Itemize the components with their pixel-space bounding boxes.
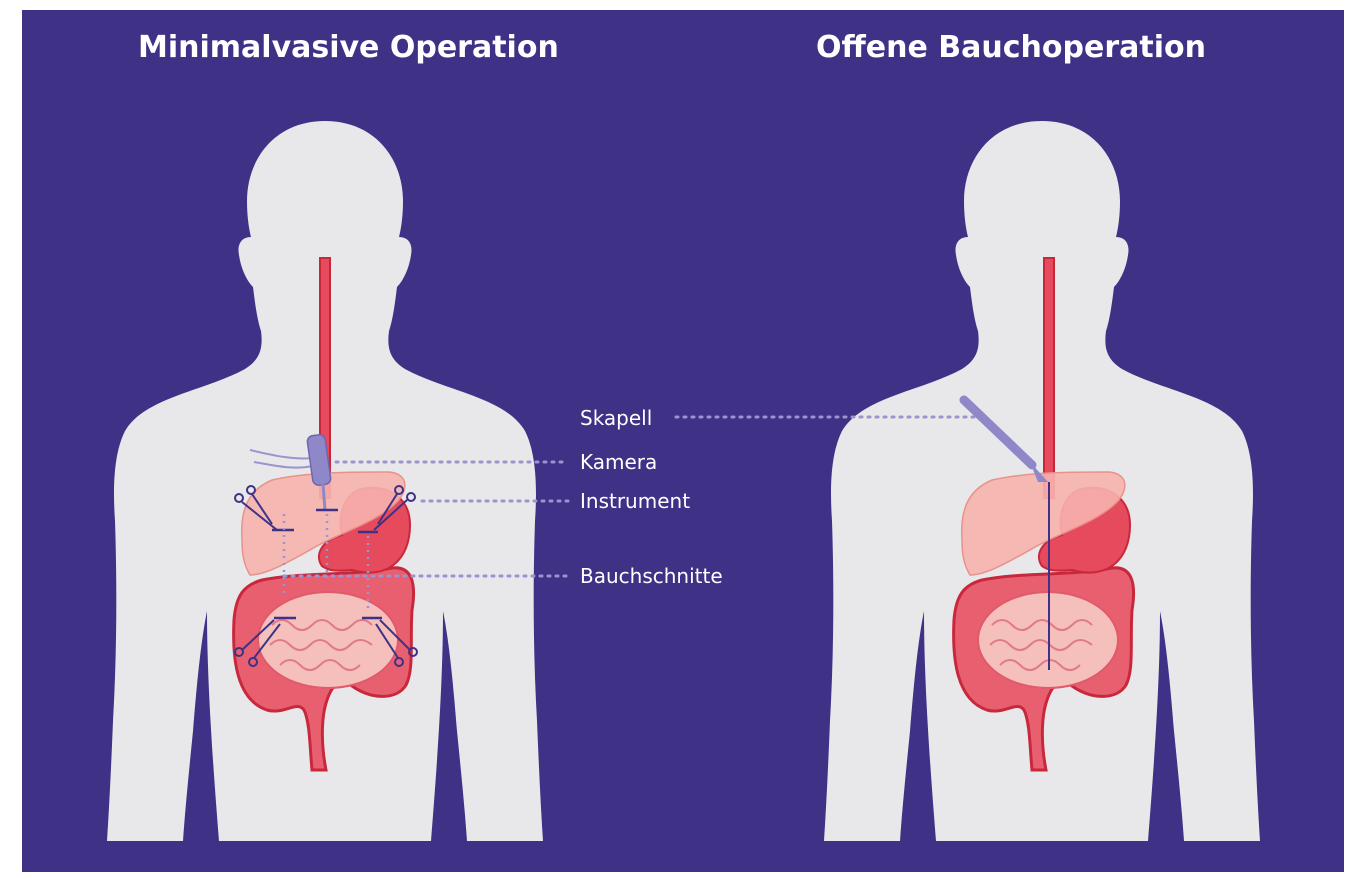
label-scalpel: Skapell [580,406,652,430]
label-camera: Kamera [580,450,657,474]
label-incisions: Bauchschnitte [580,564,723,588]
label-instrument: Instrument [580,489,690,513]
diagram-canvas: Minimalvasive Operation Offene Bauchoper… [22,10,1344,872]
illustration [22,10,1344,872]
